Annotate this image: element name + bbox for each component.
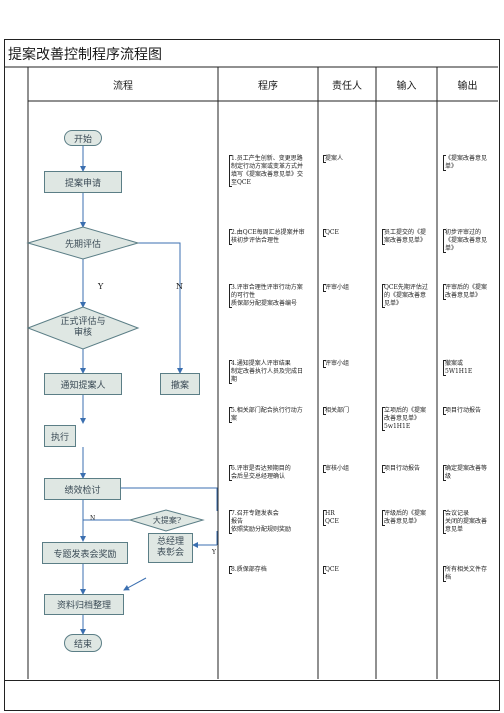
owner-cell-1: 提案人 [325, 155, 344, 162]
big-proposal-node-label: 大提案? [152, 515, 182, 525]
branch-label-y2: Y [212, 549, 216, 556]
bracket-mark [382, 284, 385, 308]
owner-cell-7: HR QCE [325, 510, 339, 525]
owner-cell-4: 评审小组 [325, 360, 350, 367]
procedure-cell-1: 1.员工产生创新、变更思路 制定行动方案或变革方式并 填写《提案改善意见单》交 … [231, 155, 304, 186]
bracket-mark [443, 284, 446, 300]
output-cell-6: 确定提案改善等 级 [445, 465, 488, 480]
end-node: 结束 [64, 634, 102, 652]
input-cell-6: 项目行动报告 [384, 465, 421, 472]
input-cell-2: 员工提交的《提 案改善意见单》 [384, 229, 427, 244]
owner-cell-6: 审核小组 [325, 465, 350, 472]
output-cell-5: 项目行动报告 [445, 407, 482, 414]
header-output: 输出 [457, 81, 478, 92]
bracket-mark [323, 360, 326, 368]
bracket-mark [443, 510, 446, 534]
check-node: 绩效检讨 [44, 478, 121, 500]
reward-node: 专题发表会奖励 [42, 542, 128, 564]
procedure-cell-6: 6.评审是否达预期目的 会后呈交总经理确认 [231, 465, 291, 480]
bracket-mark [229, 284, 232, 308]
bracket-mark [323, 407, 326, 415]
output-cell-2: 初步评审过的 《提案改善意见 单》 [445, 229, 488, 252]
output-cell-7: 会议记录 关闭的提案改善 意见单 [445, 510, 488, 533]
output-cell-1: 《提案改善意见 单》 [445, 155, 488, 170]
procedure-cell-3: 3.评审合理性评审行动方案 的可行性 质保部分配提案改善编号 [231, 284, 303, 307]
input-cell-3: QCE先期评估过 的《提案改善意 见单》 [384, 284, 428, 307]
bracket-mark [382, 510, 385, 526]
procedure-cell-2: 2.由QCE每周汇总提案并审 核初步评估合理性 [231, 229, 305, 244]
page-title: 提案改善控制程序流程图 [8, 47, 162, 63]
branch-label-y1: Y [98, 282, 104, 291]
owner-cell-8: QCE [325, 566, 339, 573]
bracket-mark [323, 284, 326, 292]
bracket-mark [229, 465, 232, 481]
owner-cell-3: 评审小组 [325, 284, 350, 291]
archive-node: 资料归档整理 [44, 594, 124, 615]
decision-big-shape [128, 509, 205, 532]
header-owner: 责任人 [332, 81, 362, 92]
bracket-mark [323, 155, 326, 163]
header-input: 输入 [396, 81, 417, 92]
output-cell-3: 评审后的《提案 改善意见单》 [445, 284, 488, 299]
decision-formal-eval-shape [26, 306, 140, 350]
formal-eval-node-label: 正式评估与 审核 [60, 317, 106, 338]
procedure-cell-4: 4.通知提案人评审结果 制定改善执行人员及完成日 期 [231, 360, 304, 383]
withdraw-node: 撤案 [160, 373, 200, 395]
bracket-mark [323, 465, 326, 473]
decision-pre-eval-shape [26, 226, 140, 260]
bracket-mark [229, 229, 232, 245]
procedure-cell-5: 5.相关部门配合执行行动方 案 [231, 407, 303, 422]
bracket-mark [443, 229, 446, 253]
owner-cell-2: QCE [325, 229, 339, 236]
input-cell-5: 立项后的《提案 改善意见单》 5w1H1E [384, 407, 427, 430]
output-cell-4: 撤案或 5W1H1E [445, 360, 473, 375]
bracket-mark [323, 566, 326, 574]
bracket-mark [443, 407, 446, 415]
output-cell-8: 所有相关文件存 档 [445, 566, 488, 581]
gm-node: 总经理 表彰会 [148, 533, 193, 563]
bottom-frame [4, 680, 500, 711]
branch-label-n2: N [90, 515, 96, 522]
apply-node: 提案申请 [44, 171, 122, 193]
bracket-mark [323, 510, 326, 526]
procedure-cell-8: 8.质保部存档 [231, 566, 267, 573]
branch-label-n1: N [176, 282, 183, 291]
procedure-cell-7: 7.召开专题发表会 报告 依照奖励分配规则奖励 [231, 510, 292, 533]
pre-eval-node-label: 先期评估 [64, 239, 101, 250]
bracket-mark [229, 407, 232, 423]
bracket-mark [229, 510, 232, 534]
bracket-mark [443, 155, 446, 171]
header-procedure: 程序 [258, 81, 278, 92]
notify-node: 通知提案人 [44, 373, 122, 395]
bracket-mark [443, 566, 446, 582]
start-node: 开始 [64, 130, 102, 146]
execute-node: 执行 [44, 425, 76, 447]
bracket-mark [323, 229, 326, 237]
bracket-mark [229, 566, 232, 574]
header-flow: 流程 [113, 81, 133, 92]
bracket-mark [382, 229, 385, 245]
outer-frame [4, 39, 500, 681]
bracket-mark [443, 465, 446, 481]
input-cell-7: 评级后的《提案 改善意见单》 [384, 510, 427, 525]
owner-cell-5: 相关部门 [325, 407, 350, 414]
bracket-mark [382, 407, 385, 431]
bracket-mark [443, 360, 446, 376]
bracket-mark [229, 360, 232, 384]
bracket-mark [229, 155, 232, 187]
bracket-mark [382, 465, 385, 473]
